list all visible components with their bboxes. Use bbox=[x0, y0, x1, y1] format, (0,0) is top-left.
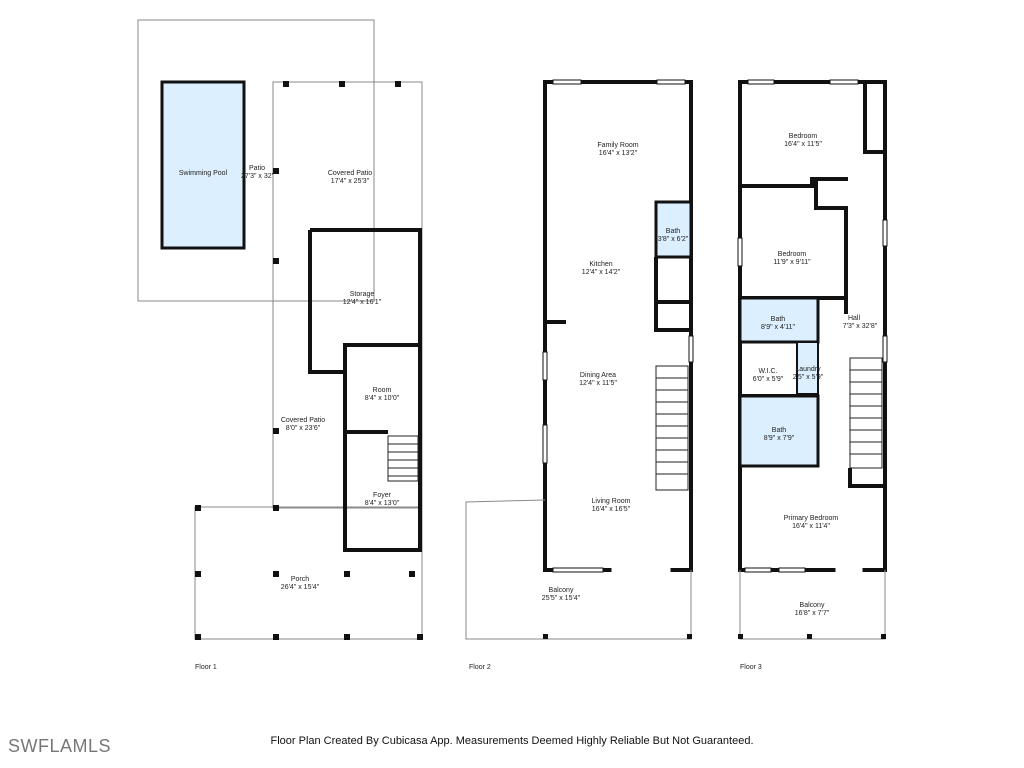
post bbox=[543, 634, 548, 639]
room-dims: 12'4" x 16'1" bbox=[343, 299, 382, 306]
bedroom-2-wall bbox=[740, 180, 848, 300]
room-dims: 8'9" x 4'11" bbox=[761, 324, 795, 331]
room-label: Kitchen bbox=[589, 261, 612, 268]
window bbox=[882, 219, 888, 247]
closet-wall bbox=[863, 82, 885, 154]
room-dims: 11'9" x 9'11" bbox=[773, 259, 811, 266]
room-label: Covered Patio bbox=[281, 417, 325, 424]
room-label: Bath bbox=[772, 427, 787, 434]
floor-3-bath-2 bbox=[738, 394, 820, 468]
window bbox=[829, 79, 859, 85]
room-label: Laundry bbox=[795, 366, 821, 373]
window bbox=[656, 79, 686, 85]
window bbox=[552, 567, 604, 573]
window bbox=[744, 567, 772, 573]
laundry bbox=[796, 341, 819, 395]
room-dims: 16'4" x 16'5" bbox=[592, 506, 631, 513]
door-opening bbox=[611, 567, 671, 573]
swflamls-logo: SWFLAMLS bbox=[8, 736, 112, 756]
room-dims: 12'4" x 14'2" bbox=[582, 269, 621, 276]
room-dims: 16'4" x 11'5" bbox=[784, 141, 822, 148]
room-label: Bedroom bbox=[778, 251, 807, 258]
room-dims: 7'3" x 32'8" bbox=[843, 323, 878, 330]
floor-3: Bedroom 16'4" x 11'5" Bedroom 11'9" x 9'… bbox=[737, 79, 888, 671]
room-dims: 2'5" x 5'9" bbox=[793, 374, 824, 381]
room-dims: 17'4" x 25'3" bbox=[331, 178, 370, 185]
floor-1: Swimming Pool Patio 27'3" x 32' Covered … bbox=[137, 19, 423, 671]
floor-3-balcony-outline bbox=[739, 570, 886, 640]
floor-label: Floor 3 bbox=[740, 664, 762, 671]
floor-label: Floor 1 bbox=[195, 664, 217, 671]
room-label: Bedroom bbox=[789, 133, 818, 140]
room-dims: 8'9" x 7'9" bbox=[764, 435, 795, 442]
floor-2-balcony-outline bbox=[465, 499, 692, 640]
post bbox=[687, 634, 692, 639]
bedroom-1-wall bbox=[740, 177, 848, 188]
room-dims: 12'4" x 11'5" bbox=[579, 380, 617, 387]
floor-1-stair bbox=[387, 435, 419, 482]
room-dims: 16'4" x 13'2" bbox=[599, 150, 638, 157]
door-opening bbox=[835, 567, 863, 573]
room-dims: 27'3" x 32' bbox=[241, 173, 273, 180]
room-dims: 3'8" x 6'2" bbox=[658, 236, 689, 243]
room-label: Bath bbox=[771, 316, 786, 323]
patio-outline bbox=[137, 19, 375, 302]
room-foyer-walls bbox=[343, 345, 422, 552]
room-dims: 16'4" x 11'4" bbox=[792, 523, 830, 530]
hall-wall bbox=[818, 296, 848, 314]
post bbox=[738, 634, 743, 639]
room-dims: 8'4" x 13'0" bbox=[365, 500, 400, 507]
disclaimer-text: Floor Plan Created By Cubicasa App. Meas… bbox=[270, 735, 754, 747]
room-label: Living Room bbox=[592, 498, 631, 505]
window bbox=[688, 335, 694, 363]
room-label: W.I.C. bbox=[758, 368, 777, 375]
stair-landing-wall bbox=[848, 468, 885, 488]
room-dims: 26'4" x 15'4" bbox=[281, 584, 320, 591]
post bbox=[881, 634, 886, 639]
kitchen-wall bbox=[654, 257, 691, 332]
floor-2-bath bbox=[654, 200, 693, 259]
room-dims: 25'5" x 15'4" bbox=[542, 595, 581, 602]
room-label: Bath bbox=[666, 228, 681, 235]
room-label: Balcony bbox=[800, 602, 825, 609]
room-dims: 16'8" x 7'7" bbox=[795, 610, 830, 617]
room-label: Swimming Pool bbox=[179, 170, 228, 177]
room-label: Balcony bbox=[549, 587, 574, 594]
floor-3-stair bbox=[849, 357, 883, 469]
window bbox=[778, 567, 806, 573]
room-label: Storage bbox=[350, 291, 375, 298]
floor-2-stair bbox=[655, 365, 689, 491]
room-label: Room bbox=[373, 387, 392, 394]
floor-1-posts bbox=[195, 81, 423, 640]
floor-3-bath-1 bbox=[738, 296, 820, 344]
window bbox=[542, 424, 548, 464]
room-label: Hall bbox=[848, 315, 861, 322]
room-label: Covered Patio bbox=[328, 170, 372, 177]
swimming-pool bbox=[160, 80, 246, 250]
window bbox=[542, 351, 548, 381]
room-label: Primary Bedroom bbox=[784, 515, 839, 522]
room-label: Dining Area bbox=[580, 372, 616, 379]
room-dims: 8'4" x 10'0" bbox=[365, 395, 400, 402]
window bbox=[552, 79, 582, 85]
room-dims: 6'0" x 5'9" bbox=[753, 376, 784, 383]
room-label: Patio bbox=[249, 165, 265, 172]
porch-outline bbox=[194, 506, 423, 640]
room-label: Foyer bbox=[373, 492, 392, 499]
room-dims: 8'0" x 23'6" bbox=[286, 425, 321, 432]
floor-label: Floor 2 bbox=[469, 664, 491, 671]
room-label: Porch bbox=[291, 576, 309, 583]
floor-2: Family Room 16'4" x 13'2" Bath 3'8" x 6'… bbox=[465, 79, 694, 671]
window bbox=[882, 335, 888, 363]
room-label: Family Room bbox=[597, 142, 638, 149]
window bbox=[747, 79, 775, 85]
window bbox=[737, 237, 743, 267]
post bbox=[807, 634, 812, 639]
